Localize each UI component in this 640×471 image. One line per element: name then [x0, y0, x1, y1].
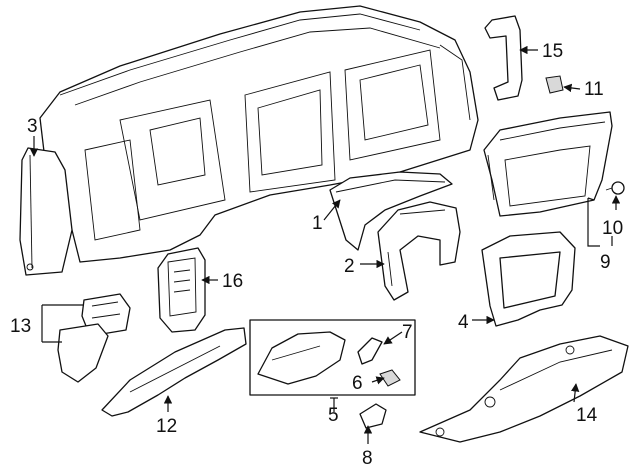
callout-7: 7 — [402, 322, 413, 343]
callout-12: 12 — [156, 416, 177, 437]
callout-10: 10 — [602, 218, 623, 239]
callout-15: 15 — [542, 41, 563, 62]
bracket-part-13 — [57, 293, 131, 383]
cover-part-1 — [329, 171, 453, 251]
glove-box-part-9 — [483, 111, 613, 217]
clip-part-8 — [359, 403, 387, 429]
lower-cover-part-14 — [419, 335, 629, 443]
callout-5: 5 — [328, 405, 339, 426]
screw-part-10 — [605, 181, 625, 195]
clip-part-11 — [545, 75, 564, 94]
callout-13: 13 — [10, 316, 31, 337]
callout-9: 9 — [600, 252, 611, 273]
callout-3: 3 — [27, 116, 38, 137]
callout-8: 8 — [362, 448, 373, 469]
switch-bracket-part-16 — [157, 247, 206, 333]
callout-16: 16 — [222, 271, 243, 292]
kit-box-part-5 — [249, 319, 416, 396]
callout-6: 6 — [352, 373, 363, 394]
callout-2: 2 — [344, 256, 355, 277]
callout-14: 14 — [576, 405, 598, 426]
lower-panel-part-12 — [101, 327, 247, 417]
callout-1: 1 — [312, 213, 323, 234]
leader-lines — [29, 45, 621, 444]
callout-4: 4 — [458, 312, 469, 333]
trim-part-4 — [481, 231, 576, 327]
trim-panel-part-15 — [484, 15, 523, 101]
callout-labels: 1 2 3 4 5 6 7 8 9 10 11 12 13 14 15 16 — [10, 41, 623, 469]
cluster-bezel-part-2 — [377, 201, 461, 301]
instrument-panel — [39, 5, 479, 263]
callout-11: 11 — [584, 79, 604, 100]
